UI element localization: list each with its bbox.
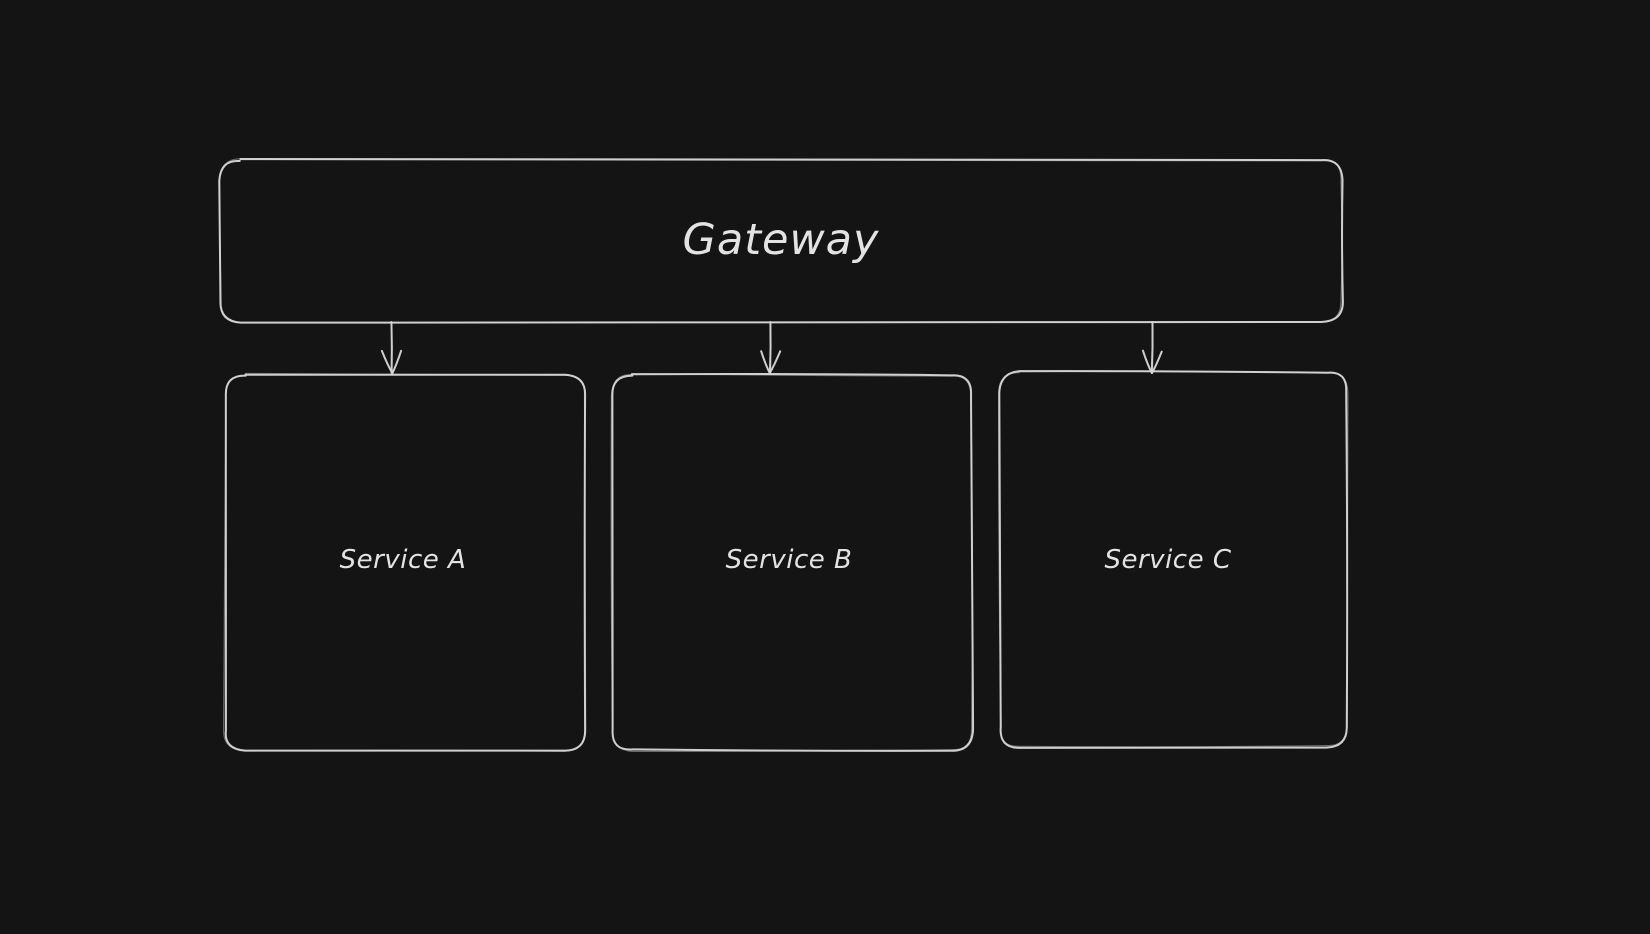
node-gateway-label: Gateway [682, 215, 880, 265]
node-service-c-label: Service C [1104, 545, 1232, 575]
node-service-a-label: Service A [339, 545, 467, 575]
node-service-b-label: Service B [725, 545, 853, 575]
